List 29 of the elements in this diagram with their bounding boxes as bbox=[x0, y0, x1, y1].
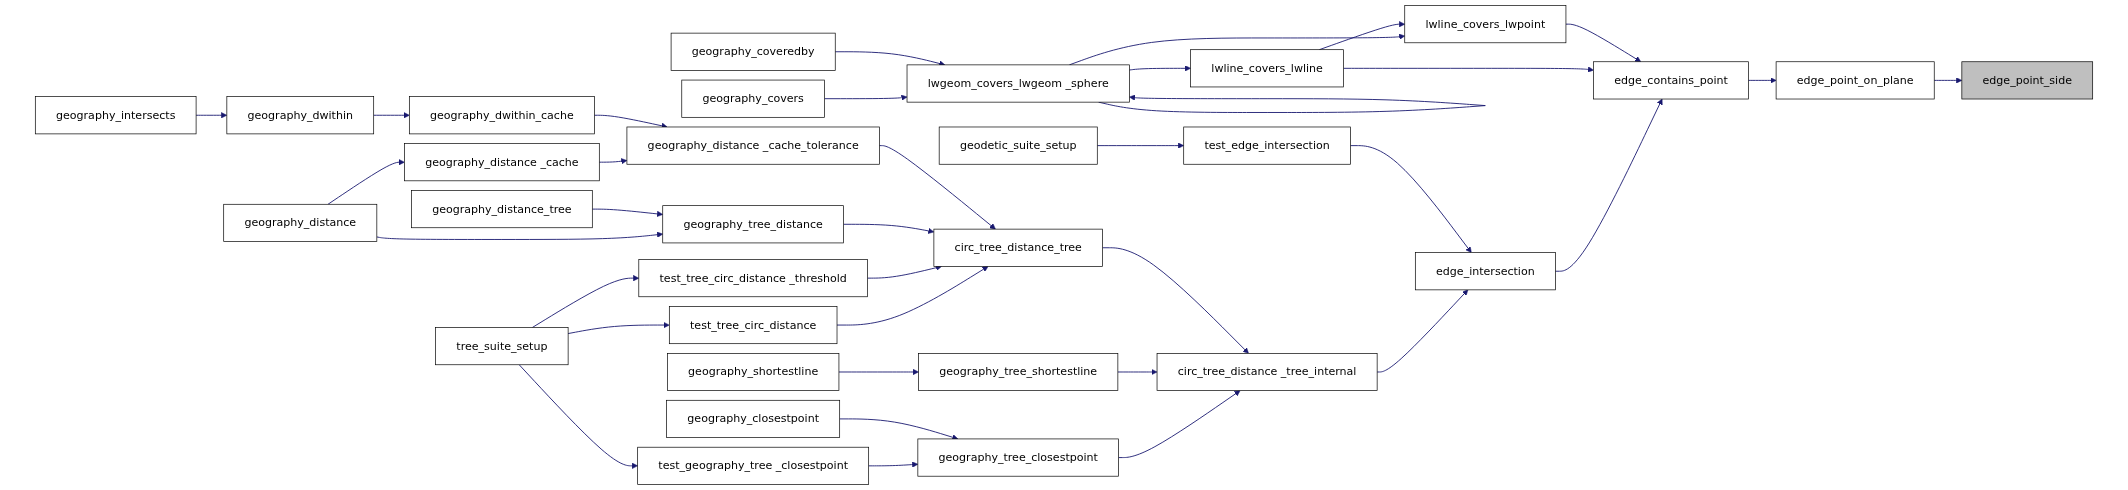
node-box: lwline_covers_lwline bbox=[1190, 49, 1344, 88]
node-box: lwgeom_covers_lwgeom _sphere bbox=[906, 64, 1130, 103]
node-box: geography_intersects bbox=[34, 96, 197, 135]
node-box: geography_dwithin bbox=[226, 96, 375, 135]
node-box: geography_tree_shortestline bbox=[918, 353, 1119, 391]
node-box: test_tree_circ_distance bbox=[668, 306, 838, 345]
node-box: geography_coveredby bbox=[670, 32, 836, 71]
node-box: geodetic_suite_setup bbox=[938, 126, 1098, 165]
node-box: geography_covers bbox=[681, 79, 825, 118]
node-box: test_edge_intersection bbox=[1183, 126, 1351, 165]
node-box: tree_suite_setup bbox=[435, 327, 569, 366]
node-box: geography_distance _cache_tolerance bbox=[626, 126, 880, 165]
node-box: geography_closestpoint bbox=[666, 399, 841, 438]
node-box: geography_distance bbox=[223, 203, 378, 242]
node-box: edge_point_side bbox=[1961, 61, 2094, 100]
node-box: edge_point_on_plane bbox=[1775, 61, 1935, 100]
node-box: geography_distance_tree bbox=[411, 190, 593, 229]
node-box: test_geography_tree _closestpoint bbox=[637, 446, 869, 485]
node-box: geography_distance _cache bbox=[404, 143, 600, 182]
node-box: test_tree_circ_distance _threshold bbox=[638, 259, 868, 298]
node-box: circ_tree_distance_tree bbox=[933, 228, 1103, 267]
node-box: geography_shortestline bbox=[667, 353, 840, 391]
node-box: lwline_covers_lwpoint bbox=[1404, 5, 1567, 44]
node-box: geography_dwithin_cache bbox=[409, 96, 595, 135]
node-box: geography_tree_closestpoint bbox=[917, 438, 1119, 477]
node-box: edge_contains_point bbox=[1593, 61, 1749, 100]
node-box: circ_tree_distance _tree_internal bbox=[1156, 353, 1378, 391]
node-box: edge_intersection bbox=[1414, 252, 1556, 291]
node-box: geography_tree_distance bbox=[662, 205, 844, 244]
